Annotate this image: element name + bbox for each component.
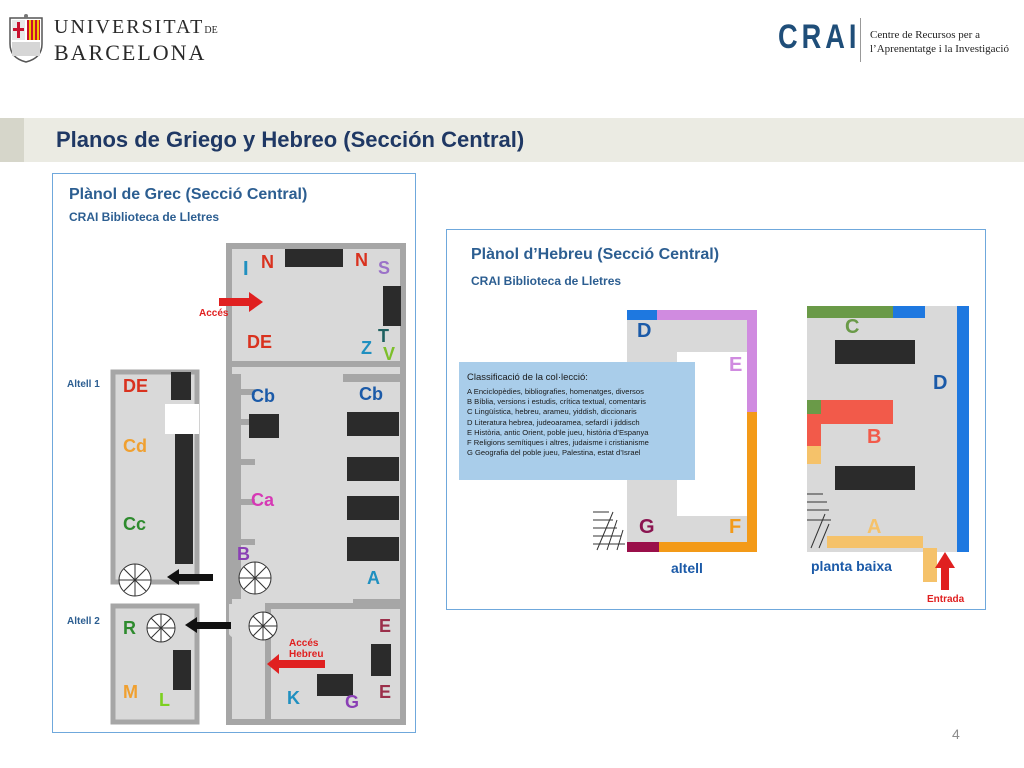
section-D-ground: D [933, 372, 948, 394]
section-M: M [123, 682, 138, 702]
entrance-label: Entrada [927, 594, 965, 605]
spiral-stair-icon [248, 611, 278, 641]
section-B: B [237, 544, 250, 564]
crai-separator [860, 18, 861, 62]
section-Cd: Cd [123, 436, 147, 456]
spiral-stair-icon [118, 563, 152, 597]
section-A: A [867, 516, 882, 538]
section-C: C [845, 316, 860, 338]
upper-floor-label: altell [671, 560, 703, 576]
greek-floor-plan [110, 243, 406, 725]
university-logo: UNIVERSITATDE BARCELONA [6, 10, 218, 66]
crai-name-line1: Centre de Recursos per a [870, 29, 980, 41]
section-R: R [123, 618, 136, 638]
section-E: E [729, 354, 743, 376]
spiral-stair-icon [146, 613, 176, 643]
hebrew-map-subtitle: CRAI Biblioteca de Lletres [471, 274, 622, 288]
legend-item: C Lingüística, hebreu, arameu, yiddish, … [467, 407, 637, 417]
section-DE: DE [247, 332, 273, 352]
section-G: G [639, 516, 655, 538]
hebrew-map-title: Plànol d’Hebreu (Secció Central) [471, 246, 720, 263]
section-E: E [379, 616, 392, 636]
legend-item: A Enciclopèdies, bibliografies, homenatg… [467, 387, 644, 396]
section-Ca: Ca [251, 490, 275, 510]
greek-map-title: Plànol de Grec (Secció Central) [69, 186, 308, 203]
greek-map: Plànol de Grec (Secció Central) CRAI Bib… [52, 173, 416, 733]
slide-title: Planos de Griego y Hebreo (Sección Centr… [56, 127, 525, 152]
stair-arrow-icon [167, 569, 213, 585]
legend-heading: Classificació de la col·lecció: [467, 372, 588, 383]
section-G: G [345, 692, 360, 712]
university-name-line1: UNIVERSITATDE [54, 16, 218, 38]
access-label: Accés [199, 308, 229, 319]
crai-name-line2: l’Aprenentatge i la Investigació [870, 43, 1009, 55]
section-K: K [287, 688, 300, 708]
section-S: S [378, 258, 391, 278]
spiral-stair-icon [238, 561, 272, 595]
section-F: F [729, 516, 742, 538]
ground-floor-label: planta baixa [811, 558, 892, 574]
crai-acronym: CRAI [778, 18, 861, 56]
section-T: T [378, 326, 389, 346]
legend-item: E Història, antic Orient, poble jueu, hi… [467, 427, 649, 437]
section-V: V [383, 344, 396, 364]
legend-item: B Bíblia, versions i estudis, crítica te… [467, 397, 646, 407]
legend-item: D Literatura hebrea, judeoaramea, sefard… [467, 417, 640, 427]
section-A: A [367, 568, 380, 588]
section-E: E [379, 682, 392, 702]
hebrew-access-arrow-icon [267, 654, 325, 674]
stairs-icon [807, 493, 831, 549]
section-I: I [243, 258, 249, 280]
mezzanine1-label: Altell 1 [67, 379, 100, 390]
stairs-icon [593, 511, 625, 551]
mezzanine2-label: Altell 2 [67, 616, 100, 627]
section-D-altell: D [637, 320, 652, 342]
university-shield-icon [9, 14, 43, 63]
crai-logo: CRAI Centre de Recursos per a l’Aprenent… [778, 18, 1018, 64]
legend-item: F Religions semítiques i altres, judaism… [467, 438, 649, 448]
stair-arrow-icon [185, 617, 231, 633]
access-arrow-icon [219, 292, 263, 312]
section-Cb: Cb [251, 386, 275, 406]
section-Cc: Cc [123, 514, 147, 534]
section-DE-mezzanine: DE [123, 376, 149, 396]
university-name-line2: BARCELONA [54, 40, 207, 65]
title-band [0, 118, 1024, 162]
section-Cb: Cb [359, 384, 383, 404]
section-N: N [261, 252, 274, 272]
page-number: 4 [952, 726, 960, 742]
section-N: N [355, 250, 368, 270]
entrance-arrow-icon [935, 552, 955, 590]
greek-map-subtitle: CRAI Biblioteca de Lletres [69, 210, 220, 224]
section-Z: Z [361, 338, 372, 358]
legend-item: G Geografia del poble jueu, Palestina, e… [467, 448, 641, 458]
classification-legend: Classificació de la col·lecció: A Encicl… [459, 362, 695, 480]
section-B: B [867, 426, 882, 448]
section-L: L [159, 690, 170, 710]
